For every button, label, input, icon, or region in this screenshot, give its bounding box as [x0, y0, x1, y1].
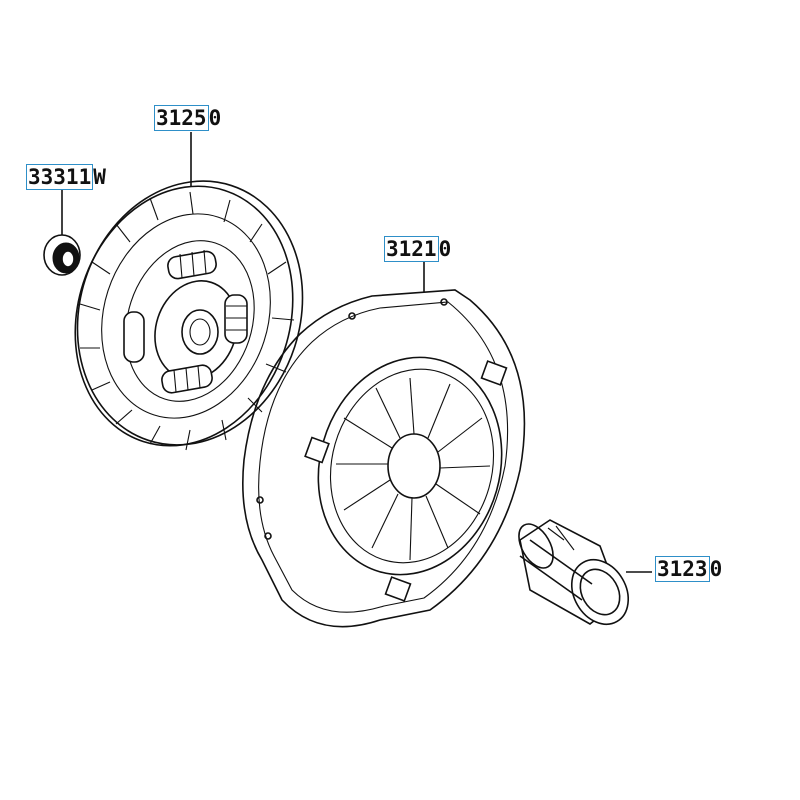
part-number-suffix: W	[93, 165, 106, 189]
pilot-bearing-part	[43, 234, 81, 276]
part-label-31230: 31230	[655, 556, 723, 582]
clutch-disc-part	[74, 180, 304, 451]
part-label-31250: 31250	[154, 105, 222, 131]
leader-lines	[61, 132, 652, 573]
pressure-plate-part	[242, 289, 526, 628]
part-number-box: 3121	[384, 236, 439, 262]
damper-springs	[123, 249, 248, 394]
facing-segments	[79, 191, 295, 451]
part-number-box: 3125	[154, 105, 209, 131]
release-bearing-part	[518, 519, 630, 625]
diaphragm-fingers	[336, 377, 491, 561]
part-label-31210: 31210	[384, 236, 452, 262]
part-number-box: 3123	[655, 556, 710, 582]
part-number-box: 33311	[26, 164, 94, 190]
part-label-33311w: 33311W	[26, 164, 106, 190]
part-number-suffix: 0	[709, 557, 723, 581]
part-number-suffix: 0	[438, 237, 452, 261]
part-number-suffix: 0	[208, 106, 222, 130]
